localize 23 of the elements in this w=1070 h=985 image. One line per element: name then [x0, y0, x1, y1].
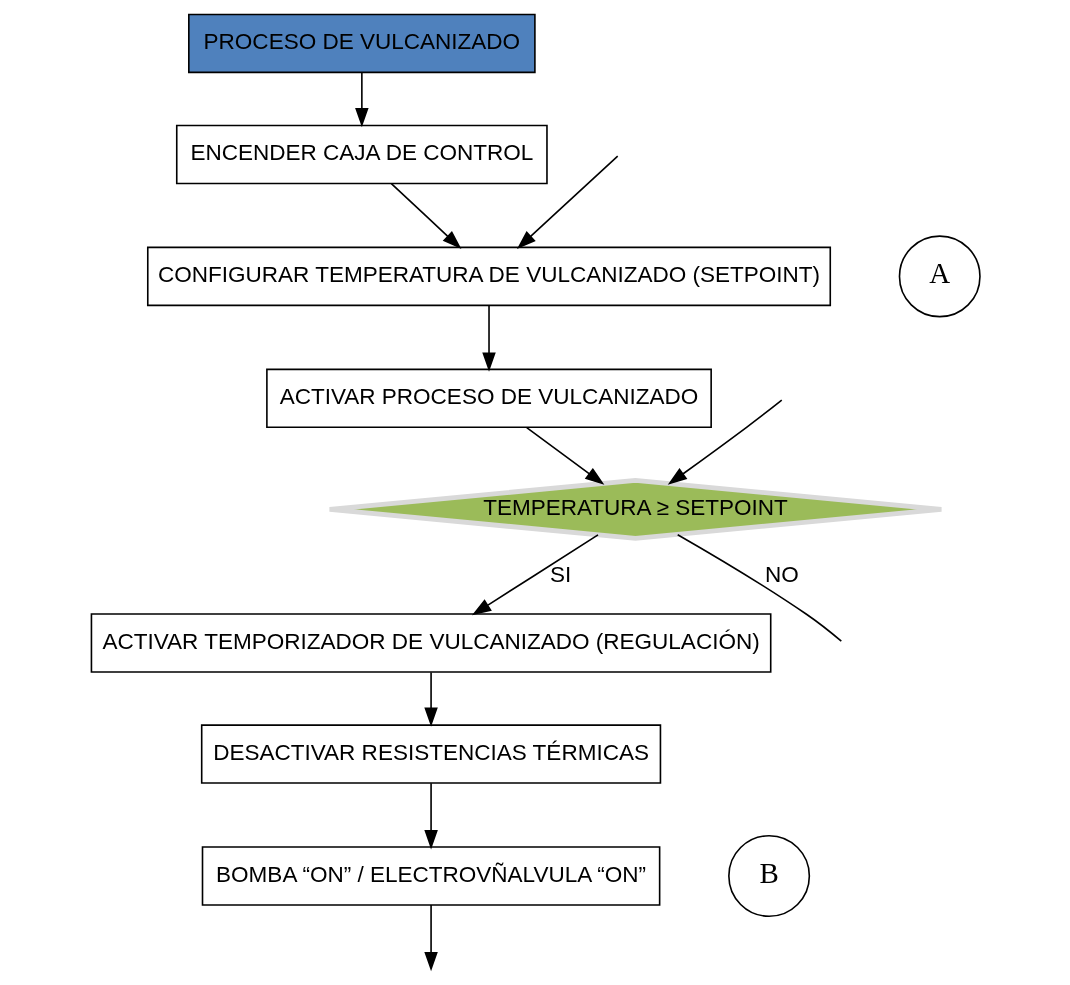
node-diamond: TEMPERATURA ≥ SETPOINT	[326, 478, 944, 541]
node-box: PROCESO DE VULCANIZADO	[187, 13, 536, 74]
arrow	[423, 782, 438, 850]
arrow	[667, 399, 783, 485]
node-box: CONFIGURAR TEMPERATURA DE VULCANIZADO (SETPOINT)	[146, 246, 831, 307]
node-box: BOMBA “ON” / ELECTROVÑALVULA “ON”	[201, 846, 660, 906]
node-box: ACTIVAR PROCESO DE VULCANIZADO	[265, 368, 712, 429]
node-circle: B	[727, 834, 810, 918]
arrow	[423, 904, 438, 972]
node-circle: A	[898, 235, 981, 318]
edge-label: NO	[764, 562, 799, 588]
node-box: ENCENDER CAJA DE CONTROL	[175, 124, 548, 185]
edge-label: SI	[549, 562, 571, 588]
node-box: ACTIVAR TEMPORIZADOR DE VULCANIZADO (REGULACIÓN)	[90, 613, 771, 673]
arrow	[390, 182, 461, 250]
arrow	[516, 155, 618, 250]
connector	[676, 533, 842, 642]
arrow	[471, 534, 599, 616]
node-box: DESACTIVAR RESISTENCIAS TÉRMICAS	[200, 724, 661, 784]
arrow	[354, 72, 369, 128]
arrow	[423, 671, 438, 727]
arrow	[481, 304, 496, 372]
arrow	[525, 426, 604, 485]
